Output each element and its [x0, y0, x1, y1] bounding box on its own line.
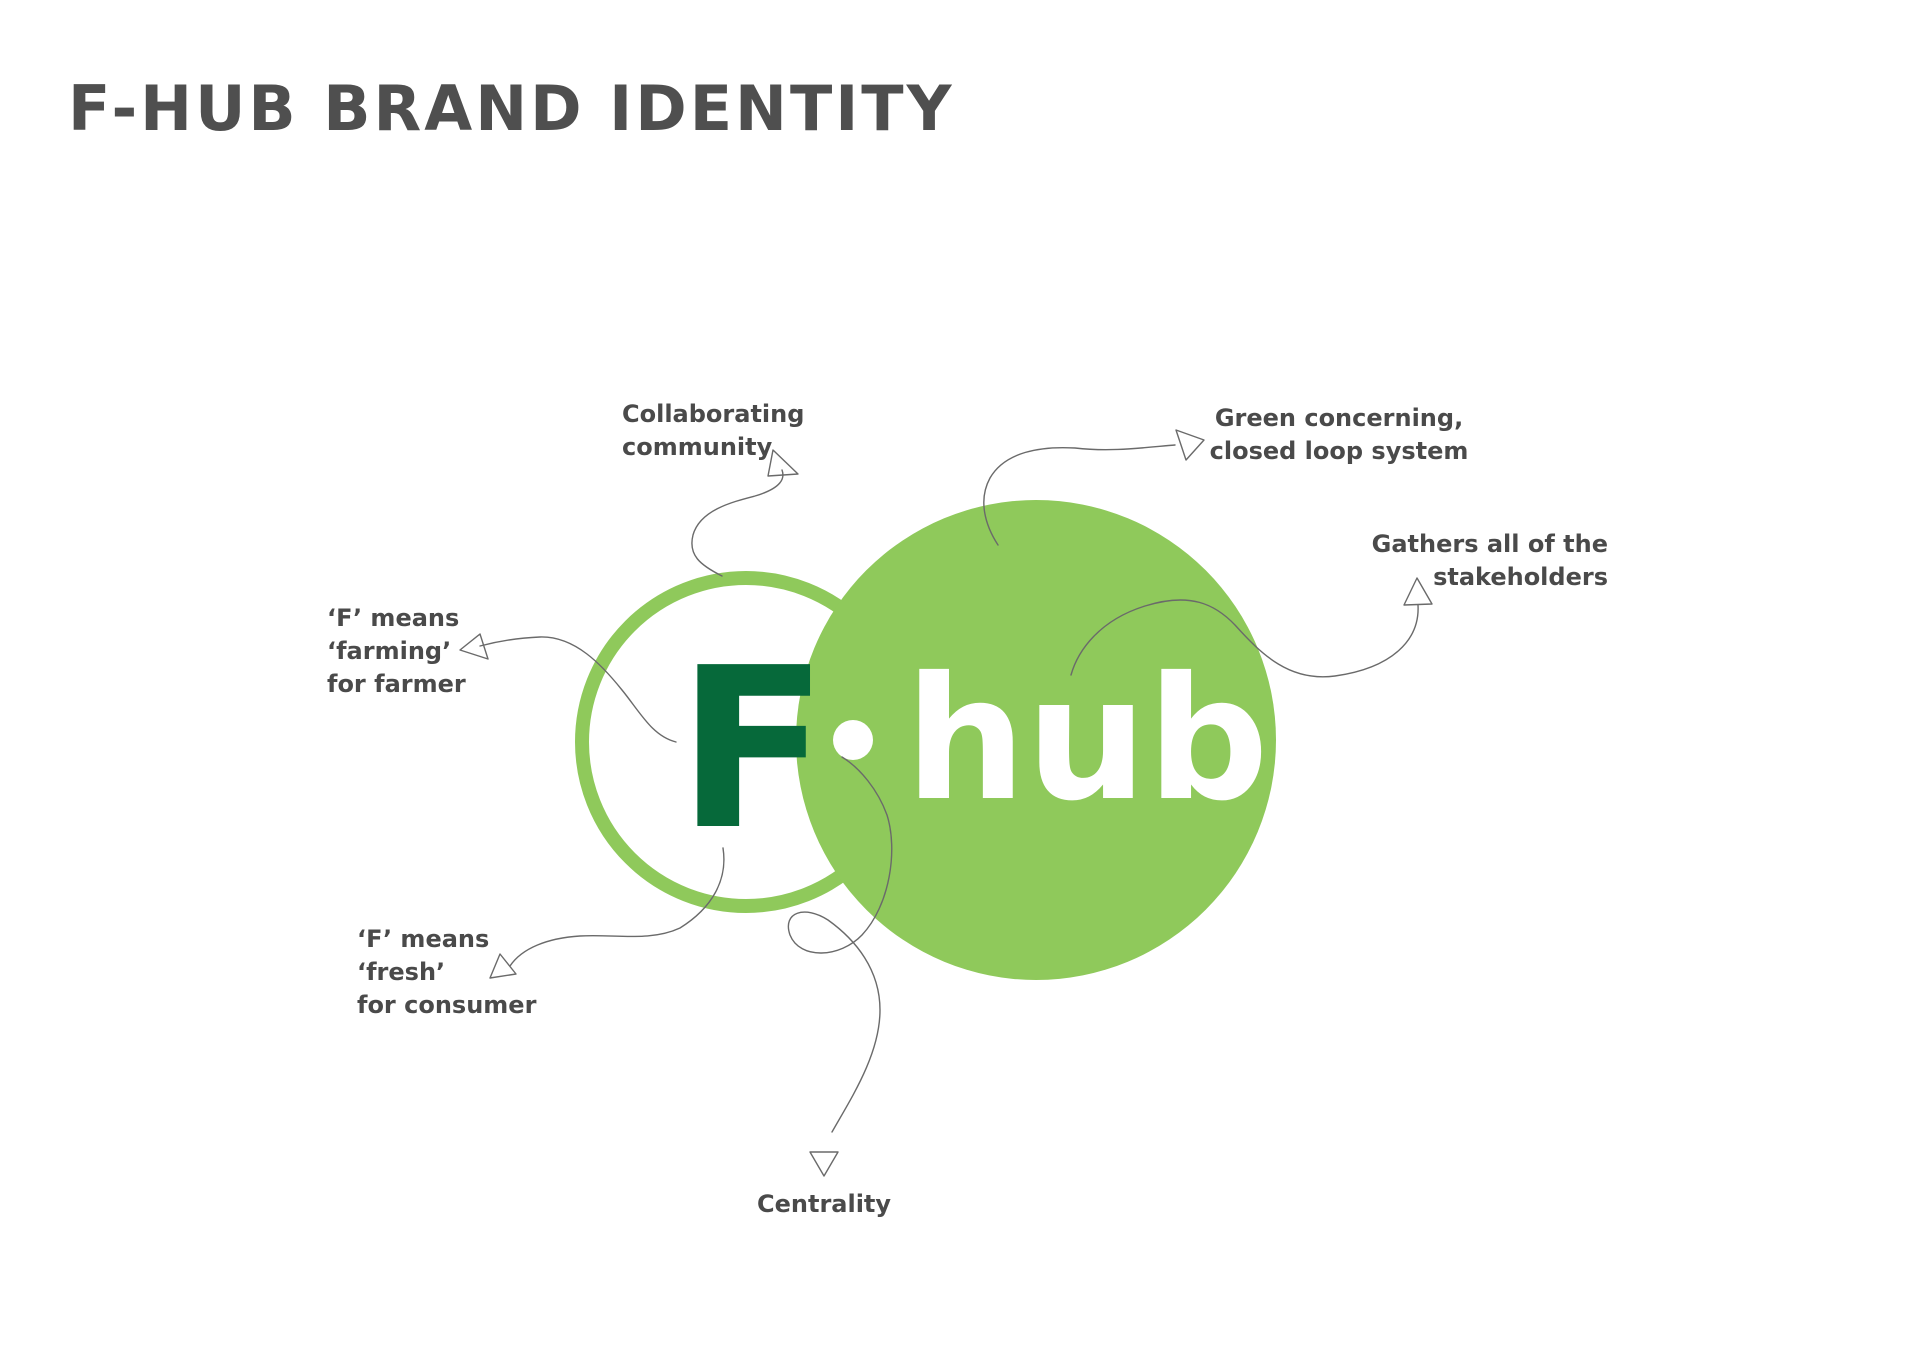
arrowhead-green-loop-icon [1175, 429, 1205, 461]
arrowhead-fresh-icon [489, 953, 517, 979]
arrowhead-centrality-icon [809, 1151, 839, 1177]
logo-letter-f: F [677, 621, 829, 879]
page-title: F-HUB BRAND IDENTITY [68, 72, 955, 145]
connector-centrality [787, 756, 893, 1133]
connector-gathers [1070, 599, 1419, 678]
connector-collaborating [691, 469, 784, 577]
connector-fresh [509, 847, 725, 967]
logo-wordmark-hub: hub [905, 641, 1269, 839]
arrowhead-gathers-icon [1403, 577, 1433, 606]
label-f-farming: ‘F’ means ‘farming’ for farmer [327, 604, 466, 698]
logo-dot [833, 720, 873, 760]
arrowhead-farming-icon [459, 633, 489, 660]
label-green-loop: Green concerning, closed loop system [1209, 404, 1469, 465]
label-gathers-stakeholders: Gathers all of the stakeholders [1371, 530, 1608, 591]
arrowhead-collaborating-icon [767, 449, 799, 477]
connector-farming [479, 636, 677, 743]
connector-green-loop [983, 444, 1176, 546]
label-f-fresh: ‘F’ means ‘fresh’ for consumer [357, 925, 537, 1019]
label-centrality: Centrality [757, 1190, 892, 1218]
label-collaborating-community: Collaborating community [622, 400, 805, 461]
logo-main-circle [796, 500, 1276, 980]
